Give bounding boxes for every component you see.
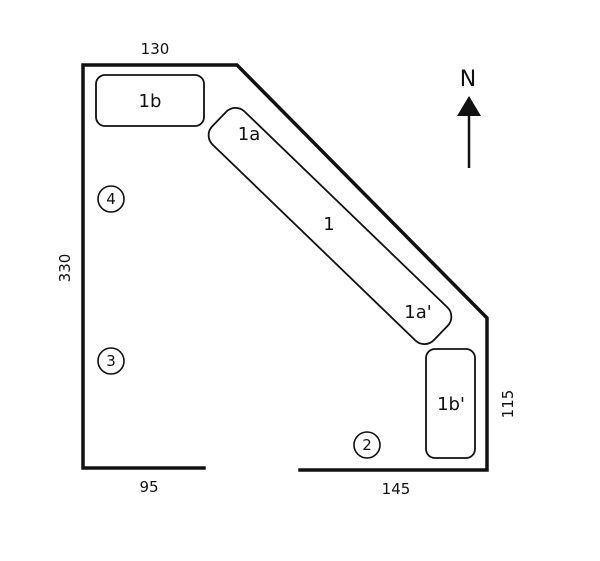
zone-1b-box bbox=[95, 74, 205, 127]
position-4-label: 4 bbox=[106, 190, 116, 208]
position-4-circle bbox=[97, 185, 125, 213]
position-3-label: 3 bbox=[106, 352, 116, 370]
zone-1-diagonal-box bbox=[207, 106, 453, 346]
zone-1b-label: 1b bbox=[139, 91, 162, 112]
dimension-bottom-left: 95 bbox=[139, 478, 158, 496]
north-arrow-head-icon bbox=[457, 96, 481, 116]
position-2-label: 2 bbox=[362, 436, 372, 454]
north-label: N bbox=[460, 67, 476, 92]
room-outline bbox=[81, 63, 489, 472]
dimension-top: 130 bbox=[141, 40, 170, 58]
position-3-circle bbox=[97, 347, 125, 375]
dimension-left: 330 bbox=[56, 254, 74, 283]
position-2-circle bbox=[353, 431, 381, 459]
zone-1b-prime-box bbox=[425, 348, 476, 459]
dimension-bottom-right: 145 bbox=[382, 480, 411, 498]
zone-1b-prime-label: 1b' bbox=[437, 394, 465, 415]
zone-1-label: 1 bbox=[323, 214, 334, 235]
north-arrow: N bbox=[457, 67, 481, 168]
zone-1a-prime-label: 1a' bbox=[404, 302, 431, 323]
wall-main bbox=[81, 63, 489, 472]
zone-1a-label: 1a bbox=[238, 124, 260, 145]
dimension-right: 115 bbox=[499, 390, 517, 419]
